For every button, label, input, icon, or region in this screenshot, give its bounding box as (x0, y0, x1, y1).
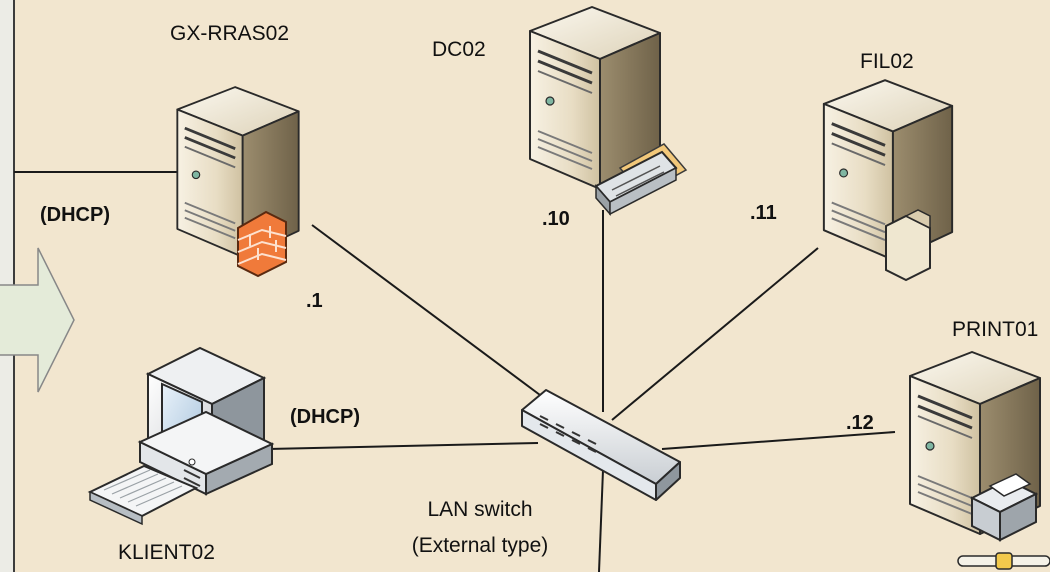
switch-type-label: (External type) (411, 534, 549, 557)
router-ip-label: .1 (306, 290, 323, 312)
printer-icon (969, 473, 1039, 542)
client-name-label: KLIENT02 (118, 541, 215, 564)
print-name-label: PRINT01 (952, 318, 1039, 341)
router-external-ip-label: (DHCP) (40, 204, 110, 226)
flow-arrow (0, 247, 75, 393)
file-name-label: FIL02 (860, 50, 914, 73)
link-client-line (267, 442, 539, 450)
dc-ip-label: .10 (542, 208, 570, 230)
connection-lines (14, 171, 896, 572)
link-file-line (611, 247, 819, 421)
keyboard-icon (87, 464, 199, 526)
link-router-line (311, 224, 541, 396)
dc-server-icon (528, 5, 688, 216)
network-connector-icon (957, 552, 1050, 570)
folder-icon (885, 209, 931, 282)
link-down-line (598, 469, 604, 572)
print-server-icon (908, 350, 1050, 570)
print-ip-label: .12 (846, 412, 874, 434)
router-server-icon (175, 85, 301, 278)
router-name-label: GX-RRAS02 (170, 22, 290, 45)
dc-name-label: DC02 (432, 38, 486, 61)
file-server-icon (822, 78, 954, 282)
switch-name-label: LAN switch (427, 498, 533, 521)
directory-icon (594, 143, 688, 216)
client-pc-icon (87, 346, 275, 526)
firewall-icon (237, 210, 287, 278)
file-ip-label: .11 (750, 202, 777, 224)
lan-switch-icon (521, 389, 681, 501)
link-print-line (661, 431, 896, 450)
client-ip-label: (DHCP) (290, 406, 360, 428)
